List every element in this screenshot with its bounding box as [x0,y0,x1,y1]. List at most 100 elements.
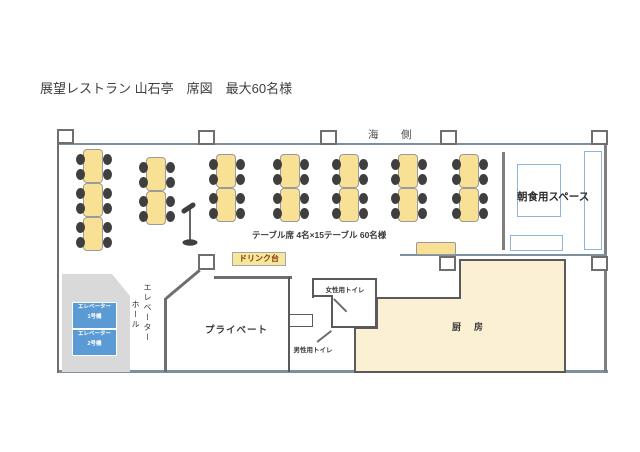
chair-icon [103,222,112,233]
womens-toilet-label: 女性用トイレ [325,287,365,294]
dining-table [76,217,112,251]
dining-table [452,188,488,222]
left-wall [57,143,59,373]
chair-icon [359,193,368,204]
dining-table [273,154,309,188]
chair-icon [103,154,112,165]
chair-icon [452,193,461,204]
dining-table [76,149,112,183]
chair-icon [418,193,427,204]
mens-toilet-door [316,330,332,343]
womens-toilet-top-wall [312,278,377,280]
dining-table [391,154,427,188]
kitchen-label: 厨 房 [452,322,486,332]
dining-table [209,154,245,188]
breakfast-space-label: 朝食用スペース [517,191,590,203]
chair-icon [76,188,85,199]
sea-side-label: 海 側 [368,129,418,141]
chair-icon [359,208,368,219]
breakfast-counter-right [584,151,602,250]
chair-icon [332,193,341,204]
private-top-wall [214,276,292,279]
chair-icon [452,208,461,219]
chair-icon [479,174,488,185]
pillar [320,130,337,145]
chair-icon [418,208,427,219]
chair-icon [76,169,85,180]
chair-icon [479,208,488,219]
breakfast-divider-wall [502,152,505,250]
chair-icon [479,159,488,170]
dining-table [209,188,245,222]
elevator-1-number: 1号機 [87,313,102,320]
pillar [440,130,457,145]
chair-icon [139,162,148,173]
elevator-hall-label-1: エレベーター [143,283,152,343]
dining-table [139,157,175,191]
chair-icon [236,208,245,219]
chair-icon [103,169,112,180]
chair-icon [300,208,309,219]
dining-table [332,154,368,188]
chair-icon [236,159,245,170]
chair-icon [166,211,175,222]
chair-icon [300,193,309,204]
chair-icon [300,159,309,170]
chair-icon [209,193,218,204]
chair-icon [209,159,218,170]
chair-icon [332,159,341,170]
womens-toilet-mid-wall-h [312,295,333,297]
microphone-stand-icon [181,202,198,246]
chair-icon [166,196,175,207]
chair-icon [209,174,218,185]
elevator-2-number: 2号機 [87,340,102,347]
chair-icon [236,174,245,185]
dining-table [139,191,175,225]
private-room-label: プライベート [205,325,269,336]
chair-icon [391,174,400,185]
chair-icon [236,193,245,204]
chair-icon [300,174,309,185]
chair-icon [273,193,282,204]
chair-icon [76,222,85,233]
chair-icon [139,211,148,222]
chair-icon [76,237,85,248]
chair-icon [332,174,341,185]
chair-icon [273,174,282,185]
pillar [198,254,215,270]
dining-table [391,188,427,222]
pillar [591,256,608,271]
private-left-wall [164,298,167,372]
serving-table [416,242,456,255]
kitchen-area [354,259,566,373]
chair-icon [418,174,427,185]
page-title: 展望レストラン 山石亭 席図 最大60名様 [40,81,293,96]
pillar [57,129,74,144]
chair-icon [103,188,112,199]
elevator-1-name: エレベーター [77,304,111,310]
chair-icon [359,174,368,185]
breakfast-counter-bottom [510,235,563,251]
chair-icon [452,174,461,185]
chair-icon [139,196,148,207]
mens-toilet-label: 男性用トイレ [293,347,333,354]
womens-toilet-mid-wall-v [331,295,333,328]
chair-icon [103,237,112,248]
dining-table [332,188,368,222]
elevator-1: エレベーター 1号機 [72,302,117,329]
chair-icon [391,208,400,219]
chair-icon [76,203,85,214]
table-info-label: テーブル席 4名×15テーブル 60名様 [252,230,387,240]
chair-icon [166,162,175,173]
chair-icon [139,177,148,188]
dining-table [76,183,112,217]
womens-toilet-door [333,298,348,313]
elevator-2: エレベーター 2号機 [72,329,117,356]
womens-toilet-left-wall [312,278,314,298]
elevator-hall-label-2: ホール [131,300,140,330]
chair-icon [273,208,282,219]
chair-icon [359,159,368,170]
dining-table [452,154,488,188]
breakfast-table [517,164,561,217]
